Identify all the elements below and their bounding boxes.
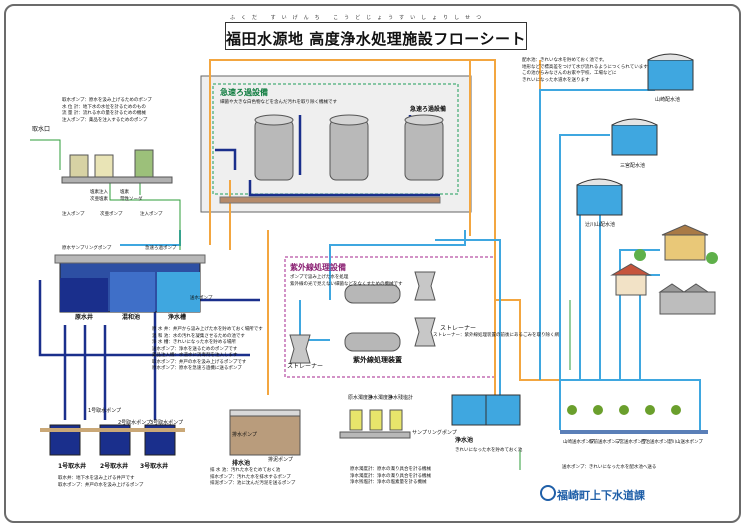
well-3-label: 3号取水井 (140, 463, 169, 470)
backwash-notes: 排 水 池：汚れた水をためておく池 排水ポンプ：汚れた水を排水するポンプ 排泥ポ… (210, 468, 296, 487)
dist-pump-4: 西治送水ポンプ (641, 440, 673, 445)
uv-device-label: 紫外線処理装置 (353, 356, 402, 364)
well-pump-3: 3号取水ポンプ (150, 420, 184, 426)
well-notes: 取水井：地下水を汲み上げる井戸です 取水ポンプ：井戸の水を汲み上げるポンプ (58, 476, 144, 488)
dist-pump-3: 三宮送水ポンプ (615, 440, 647, 445)
strainer-note: ストレーナー：紫外線処理装置の前後にあるごみを取り除く網 (433, 333, 559, 338)
wells (40, 424, 185, 456)
strainer-label-2: ストレーナー (440, 325, 477, 332)
backwash-pond-label: 排水池 (232, 460, 251, 467)
left-notes: 取水ポンプ：原水を汲み上げるためのポンプ 水 位 計：地下水の水位を計るためのも… (62, 98, 152, 123)
meter-2: 浄水濁度計 (368, 395, 394, 401)
chem-label-2: 次亜塩素 (90, 197, 108, 202)
filtered-pump-label: 急速ろ過ポンプ (145, 246, 177, 251)
distribution-right-note: 配水池：きれいな水を貯めておく池です。 地形などで標高差をつけて水が流れるように… (522, 58, 648, 83)
logo-text: 福崎町上下水道課 (557, 489, 645, 502)
backwash-pump-1: 排水ポンプ (232, 432, 257, 438)
purified-pond-label: 浄水池 (455, 437, 474, 444)
purified-pond-shape (451, 394, 521, 426)
well-1-label: 1号取水井 (58, 463, 87, 470)
raw-well-label: 原水井 (75, 314, 94, 321)
purified-pond-note: きれいになった水を貯めておく池 (455, 448, 523, 453)
title-box: 福田水源地 高度浄水処理施設フローシート (225, 22, 527, 50)
buildings (610, 224, 718, 315)
strainer-label-1: ストレーナー (287, 363, 324, 370)
send-pump-label: 送水ポンプ (190, 296, 213, 301)
chem-pump-2: 次亜ポンプ (100, 212, 123, 217)
dist-pump-5: 辻川山送水ポンプ (667, 440, 703, 445)
town-emblem (540, 485, 556, 501)
well-pump-1: 1号取水ポンプ (88, 408, 122, 414)
backwash-pond (229, 409, 301, 456)
backwash-pump-2: 排泥ポンプ (268, 457, 293, 463)
chem-pump-3: 注入ポンプ (140, 212, 163, 217)
pond-label-1: 山崎配水池 (655, 97, 681, 103)
turbidity-meters (339, 409, 411, 439)
rapid-filter-tanks (219, 114, 444, 204)
chem-label-3: 塩素 (120, 190, 129, 195)
dist-pump-2: 駅前送水ポンプ (589, 440, 621, 445)
distribution-ponds (576, 53, 694, 216)
chem-pump-1: 注入ポンプ (62, 212, 85, 217)
page-title: 福田水源地 高度浄水処理施設フローシート (226, 30, 526, 48)
rapid-filter-heading: 急速ろ過設備 (220, 88, 268, 97)
basin-notes: 原 水 井：井戸から汲み上げた水を貯めておく場所です 混 和 池：水の汚れを凝集… (152, 327, 263, 372)
distribution-pump-row (560, 405, 708, 434)
sampling-pump-label: サンプリングポンプ (412, 430, 457, 436)
dist-pump-1: 山崎送水ポンプ (563, 440, 595, 445)
title-ruby: ふくだ すいげんち こうどじょうすいしょりしせつ (230, 15, 488, 21)
dist-pump-note: 送水ポンプ：きれいになった水を配水池へ送る (562, 465, 657, 470)
mix-pond-label: 混和池 (122, 314, 141, 321)
well-2-label: 2号取水井 (100, 463, 129, 470)
well-pump-2: 2号取水ポンプ (118, 420, 152, 426)
uv-devices (289, 271, 436, 364)
rapid-filter-note: 細菌や大きな白色物などを含んだ汚れを取り除く機械です (220, 100, 337, 105)
uv-note-2: 紫外線の光で見えない細菌などをなくすための機械です (290, 282, 403, 287)
rapid-filter-label-2: 急速ろ過設備 (410, 106, 447, 113)
meter-3: 浄水残塩計 (388, 395, 414, 401)
chem-label-1: 塩素注入 (90, 190, 108, 195)
uv-note-1: ポンプで汲み上げた水を処理 (290, 275, 349, 280)
intake-label: 取水口 (32, 126, 51, 133)
basins (54, 254, 206, 313)
meter-notes: 原水濁度計：原水の濁り具合を計る機械 浄水濁度計：浄水の濁り具合を計る機械 浄水… (350, 467, 431, 486)
uv-heading: 紫外線処理設備 (290, 263, 346, 272)
chem-label-4: 苛性ソーダ (120, 197, 143, 202)
meter-1: 原水濁度計 (348, 395, 374, 401)
chemical-tanks (61, 149, 173, 184)
raw-sampling-pump-label: 原水サンプリングポンプ (62, 246, 112, 251)
clear-pond-label: 浄水槽 (168, 314, 187, 321)
pond-label-3: 辻川山配水池 (585, 222, 616, 228)
pond-label-2: 三宮配水池 (620, 163, 646, 169)
